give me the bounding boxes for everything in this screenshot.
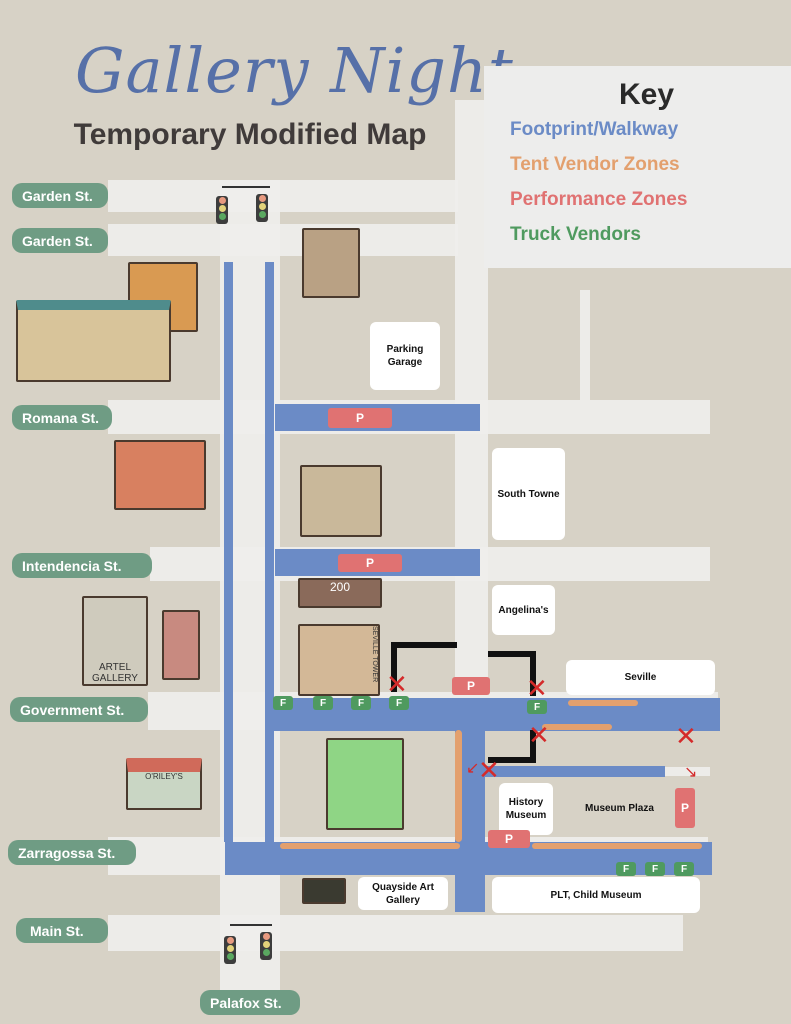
plt-child-museum: PLT, Child Museum [492,877,700,913]
building-sketch-200: 200 [298,578,382,608]
street-vertical-east [455,100,488,695]
tent-zone [568,700,638,706]
label-zarragossa-st: Zarragossa St. [8,840,136,865]
performance-zone: P [338,554,402,572]
seville: Seville [566,660,715,695]
legend-heading: Key [619,78,675,111]
street-stub [580,290,590,400]
label-government-st: Government St. [10,697,148,722]
walkway [485,766,665,777]
road-closed-icon: ✕ [526,674,548,704]
title-script: Gallery Night [75,34,514,107]
building-sketch-artel: ARTEL GALLERY [82,596,148,686]
walkway [224,262,233,842]
museum-plaza: Museum Plaza [585,803,654,814]
road-closed-icon: ✕ [528,721,550,751]
south-towne: South Towne [492,448,565,540]
tent-zone [542,724,612,730]
label-garden-st-2: Garden St. [12,228,108,253]
building-sketch-orileys: O'RILEY'S [126,758,202,810]
building-sketch-icon [302,878,346,904]
tent-zone [280,843,460,849]
detour-arrow-icon: ↙ [466,760,480,777]
building-sketch-icon [300,465,382,537]
clock-tower-sketch-icon [162,610,200,680]
page-title: Temporary Modified Map [73,118,427,151]
history-museum: History Museum [499,783,553,835]
legend-tent: Tent Vendor Zones [510,154,680,175]
truck-vendor: F [389,696,409,710]
road-closed-icon: ✕ [478,756,500,786]
performance-zone: P [452,677,490,695]
road-closed-icon: ✕ [675,722,697,752]
truck-vendor: F [645,862,665,876]
building-sketch-seville-tower: SEVILLE TOWER [298,624,380,696]
legend: Key Footprint/Walkway Tent Vendor Zones … [484,66,791,268]
street-garden-2 [108,224,458,256]
truck-vendor: F [351,696,371,710]
truck-vendor: F [527,700,547,714]
truck-vendor: F [674,862,694,876]
performance-zone: P [675,788,695,828]
performance-zone: P [328,408,392,428]
tent-zone [455,730,462,842]
detour-arrow-icon: ↘ [684,764,698,781]
boundary-line [391,642,397,692]
walkway [265,262,274,842]
parking-garage: Parking Garage [370,322,440,390]
truck-vendor: F [273,696,293,710]
performance-zone: P [488,830,530,848]
boundary-line [391,642,457,648]
tent-zone [532,843,702,849]
legend-performance: Performance Zones [510,189,688,210]
boundary-line [488,651,535,657]
quayside-art-gallery: Quayside Art Gallery [358,877,448,910]
building-sketch-icon [302,228,360,298]
legend-truck: Truck Vendors [510,224,641,245]
building-sketch-icon [16,300,171,382]
road-closed-icon: ✕ [386,670,408,700]
street-garden-1 [108,180,458,212]
label-garden-st: Garden St. [12,183,108,208]
truck-vendor: F [616,862,636,876]
label-palafox-st: Palafox St. [200,990,300,1015]
truck-vendor: F [313,696,333,710]
label-romana-st: Romana St. [12,405,112,430]
boundary-line [488,757,536,763]
building-sketch-icon [114,440,206,510]
label-main-st: Main St. [16,918,108,943]
boundary-line [530,651,536,696]
street-main [108,915,683,951]
legend-walkway: Footprint/Walkway [510,119,679,140]
angelinas: Angelina's [492,585,555,635]
plaza-sketch-icon [326,738,404,830]
walkway [273,698,720,731]
boundary-line [530,730,536,762]
label-intendencia-st: Intendencia St. [12,553,152,578]
